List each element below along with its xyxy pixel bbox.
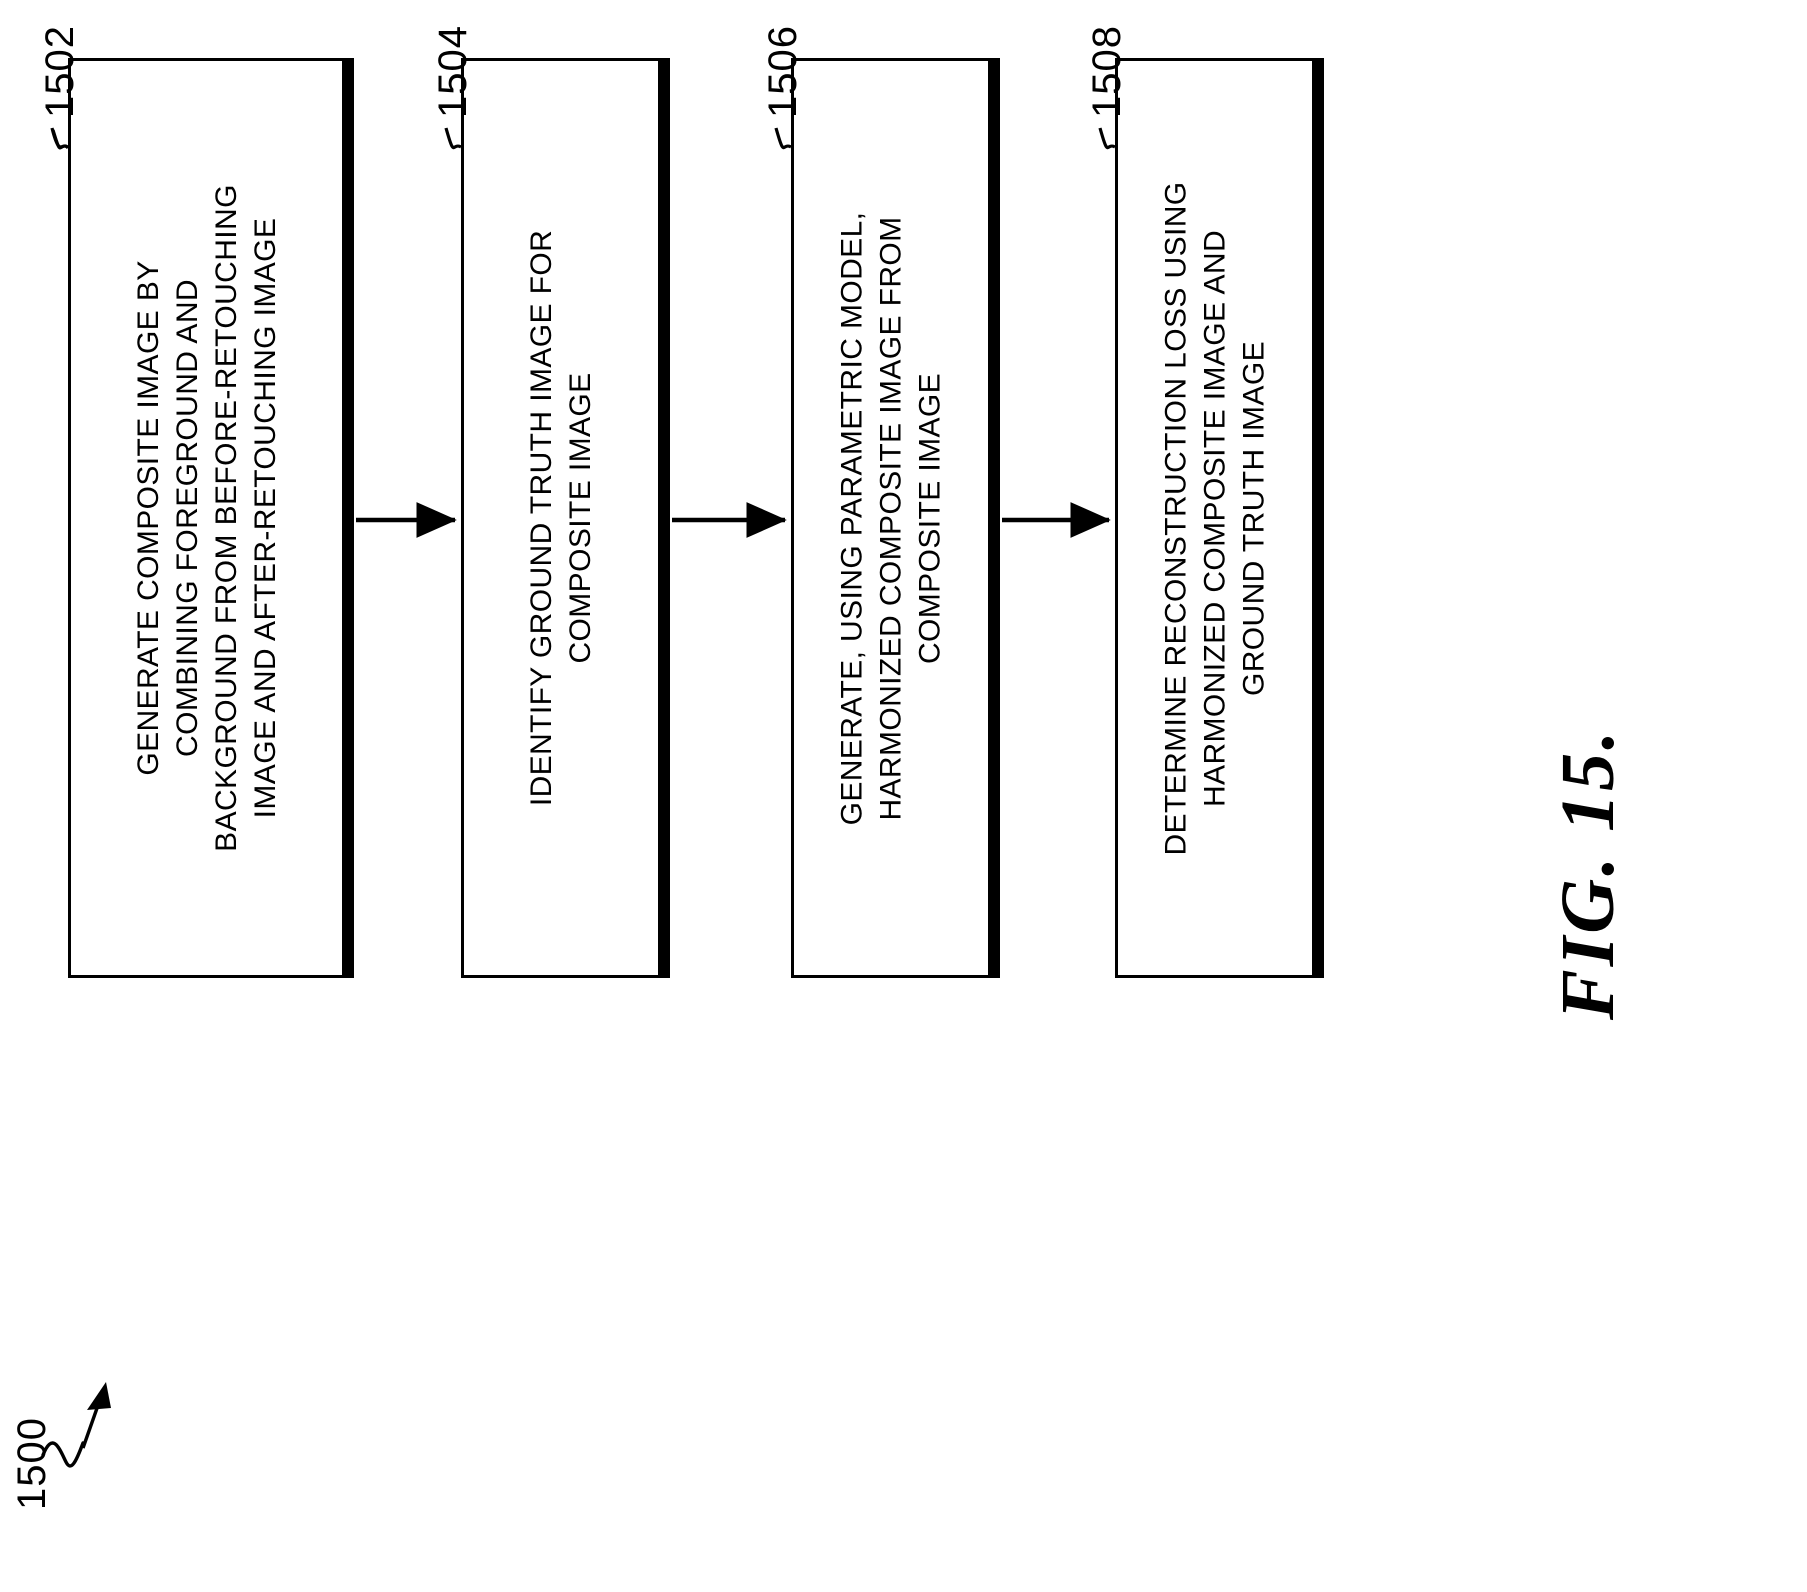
leader-line-1506 — [774, 127, 792, 150]
process-box-1502-line-4: IMAGE AND AFTER-RETOUCHING IMAGE — [248, 217, 282, 819]
process-box-1506-text: GENERATE, USING PARAMETRIC MODEL, HARMON… — [833, 211, 950, 825]
process-box-1502: GENERATE COMPOSITE IMAGE BY COMBINING FO… — [68, 58, 345, 978]
process-box-1504-line-2: COMPOSITE IMAGE — [564, 372, 597, 664]
reference-numeral-1506: 1506 — [761, 25, 805, 118]
process-box-1506-line-1: GENERATE, USING PARAMETRIC MODEL, — [835, 211, 869, 825]
process-box-1506-content: GENERATE, USING PARAMETRIC MODEL, HARMON… — [794, 61, 988, 975]
process-box-1502-line-1: GENERATE COMPOSITE IMAGE BY — [131, 260, 165, 776]
process-box-1502-text: GENERATE COMPOSITE IMAGE BY COMBINING FO… — [129, 184, 285, 852]
process-box-1506: GENERATE, USING PARAMETRIC MODEL, HARMON… — [791, 58, 991, 978]
process-box-1504-content: IDENTIFY GROUND TRUTH IMAGE FOR COMPOSIT… — [464, 61, 658, 975]
process-box-1508-content: DETERMINE RECONSTRUCTION LOSS USING HARM… — [1118, 61, 1312, 975]
flow-label-arrowhead — [87, 1382, 111, 1410]
reference-numeral-1504: 1504 — [431, 25, 475, 118]
reference-numeral-1508: 1508 — [1085, 25, 1129, 118]
process-box-1508-line-1: DETERMINE RECONSTRUCTION LOSS USING — [1159, 180, 1193, 856]
leader-line-1508 — [1098, 127, 1116, 150]
process-box-1504: IDENTIFY GROUND TRUTH IMAGE FOR COMPOSIT… — [461, 58, 661, 978]
flow-label-arrow-shaft — [81, 1393, 104, 1449]
process-box-1508-line-3: GROUND TRUTH IMAGE — [1237, 340, 1271, 696]
reference-numeral-1502: 1502 — [38, 25, 82, 118]
figure-caption: FIG. 15. — [1546, 727, 1630, 1020]
leader-line-1502-tail — [51, 129, 69, 150]
leader-line-1504 — [444, 127, 462, 150]
process-box-1506-line-2: HARMONIZED COMPOSITE IMAGE FROM — [874, 215, 908, 821]
process-box-1504-line-1: IDENTIFY GROUND TRUTH IMAGE FOR — [525, 229, 558, 807]
process-box-1504-text: IDENTIFY GROUND TRUTH IMAGE FOR COMPOSIT… — [522, 230, 600, 806]
process-box-1508-text: DETERMINE RECONSTRUCTION LOSS USING HARM… — [1157, 181, 1274, 855]
process-box-1502-content: GENERATE COMPOSITE IMAGE BY COMBINING FO… — [71, 61, 342, 975]
leader-line-1502 — [50, 127, 70, 150]
process-box-1508-line-2: HARMONIZED COMPOSITE IMAGE AND — [1198, 229, 1232, 807]
process-box-1502-line-2: COMBINING FOREGROUND AND — [170, 279, 204, 757]
process-box-1508: DETERMINE RECONSTRUCTION LOSS USING HARM… — [1115, 58, 1315, 978]
process-box-1506-line-3: COMPOSITE IMAGE — [913, 372, 947, 664]
flowchart-label-1500: 1500 — [10, 1417, 54, 1510]
process-box-1502-line-3: BACKGROUND FROM BEFORE-RETOUCHING — [209, 184, 243, 852]
